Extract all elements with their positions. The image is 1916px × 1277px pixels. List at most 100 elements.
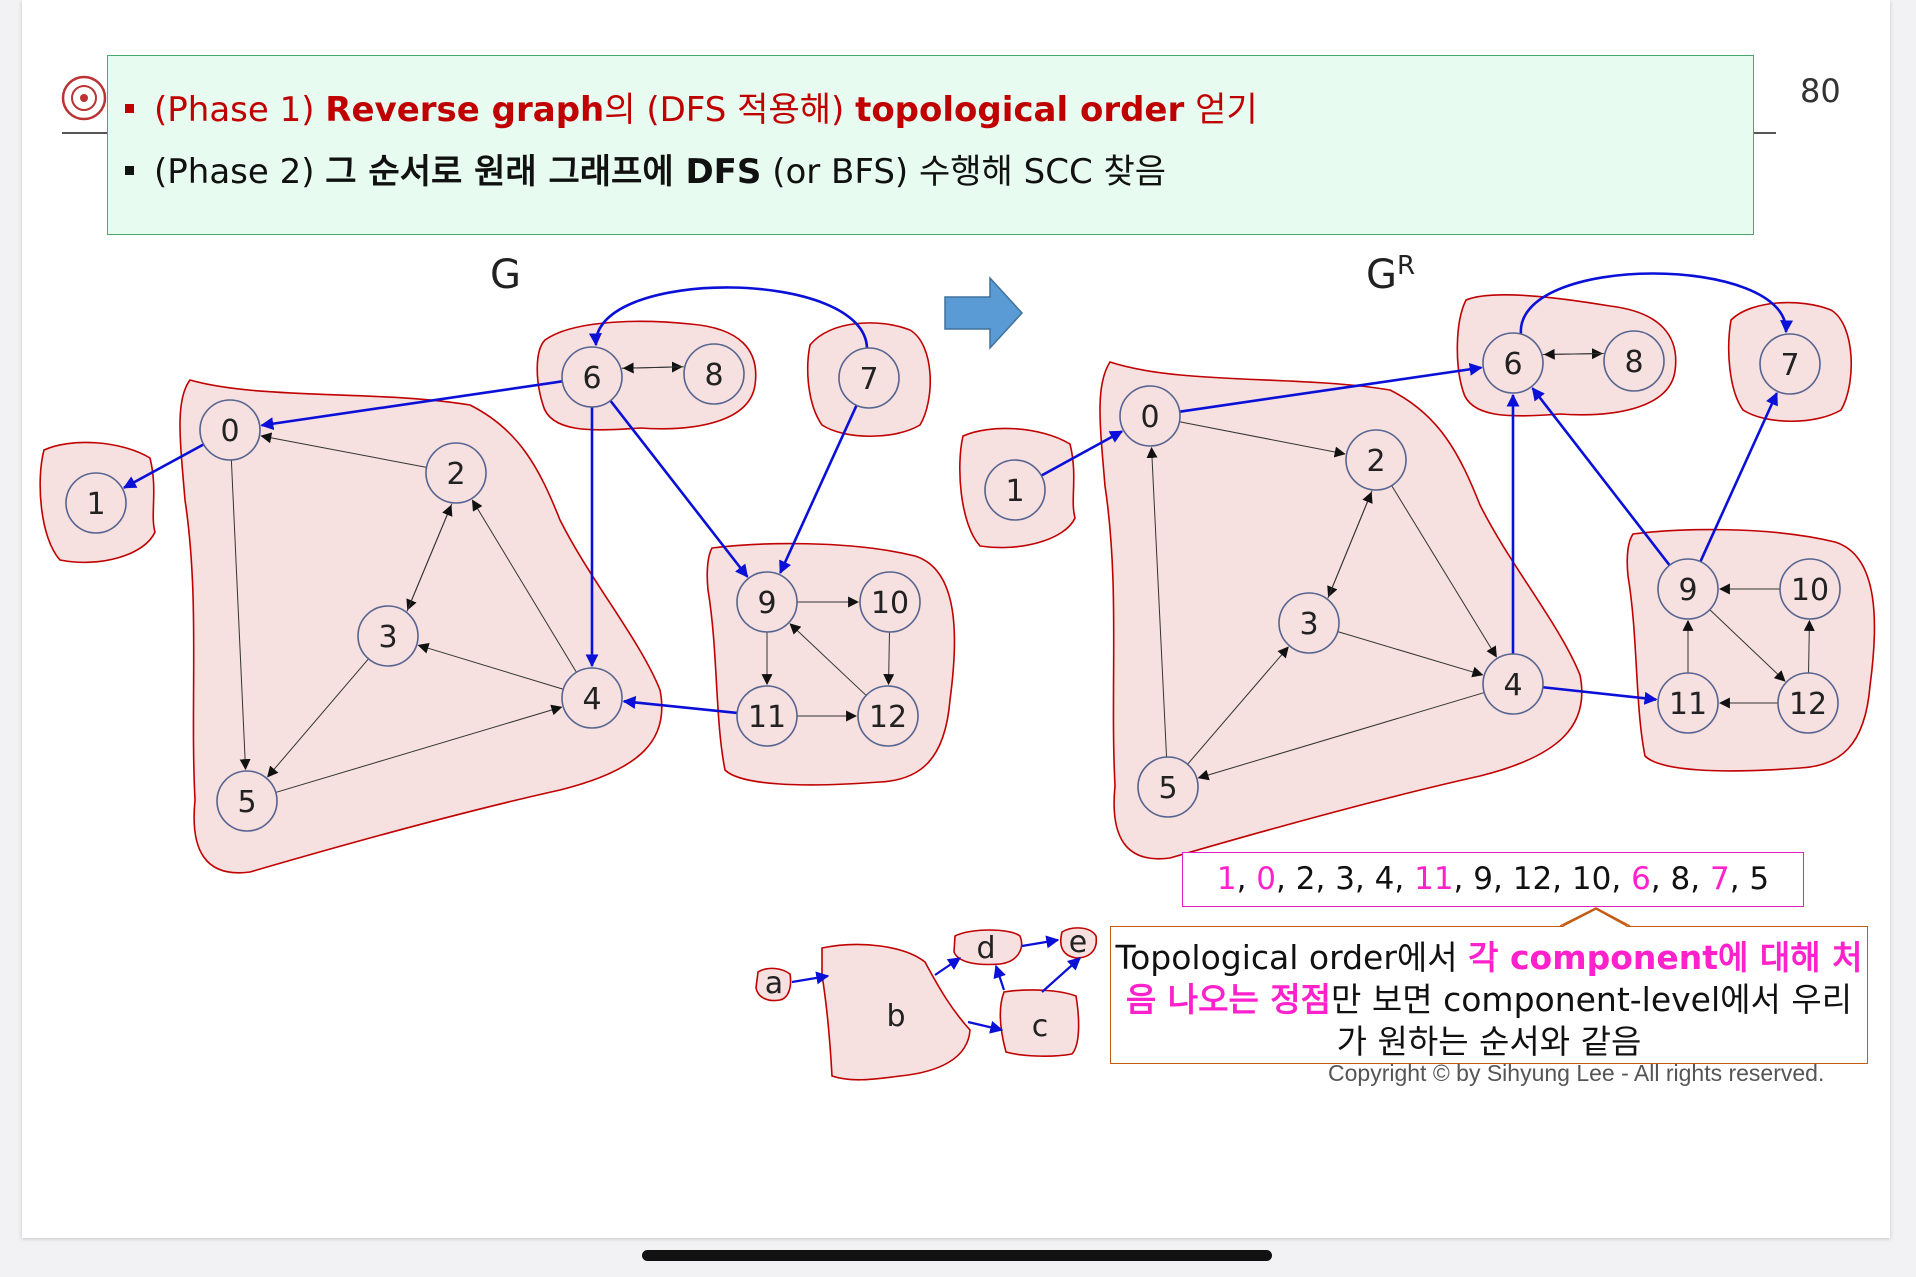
g-node-3: 3 (357, 605, 419, 667)
topo-order-item: 12 (1512, 861, 1553, 897)
gr-node-12: 12 (1777, 672, 1839, 734)
phase2-prefix: (Phase 2) (154, 152, 326, 192)
gr-node-6: 6 (1482, 332, 1544, 394)
gr-node-label-11: 11 (1669, 687, 1707, 722)
topo-order-item: 7 (1709, 861, 1730, 897)
gr-scc-blobs (959, 294, 1876, 860)
topo-order-item: 3 (1335, 861, 1355, 897)
gr-edge-2-4 (1391, 485, 1497, 658)
gr-node-circle-11 (1657, 672, 1719, 734)
dag-blob-a (755, 967, 792, 1002)
g-node-0: 0 (199, 399, 261, 461)
gr-node-label-0: 0 (1140, 400, 1159, 435)
gr-node-label-3: 3 (1299, 607, 1318, 642)
gr-node-label-10: 10 (1791, 573, 1829, 608)
gr-node-label-7: 7 (1780, 348, 1799, 383)
g-scc-blob-9-12 (706, 542, 956, 786)
topo-order-separator: , (1354, 861, 1375, 897)
dag-edge-d-e (1021, 935, 1060, 949)
gr-edge-3-2 (1327, 491, 1373, 599)
gr-node-circle-0 (1119, 385, 1181, 447)
phase1-prefix: (Phase 1) (154, 90, 326, 130)
g-node-label-5: 5 (237, 785, 256, 820)
gr-node-label-9: 9 (1678, 573, 1697, 608)
g-edge-5-4 (275, 704, 563, 793)
phase2-dfs-original: 그 순서로 원래 그래프에 DFS (325, 152, 762, 192)
g-node-label-10: 10 (871, 586, 909, 621)
copyright-notice: Copyright © by Sihyung Lee - All rights … (1328, 1060, 1825, 1086)
topo-order-item: 9 (1473, 861, 1493, 897)
gr-node-0: 0 (1119, 385, 1181, 447)
bullet-square-icon (125, 166, 134, 175)
g-node-circle-2 (425, 442, 487, 504)
gr-edge-9-7 (1699, 391, 1778, 563)
component-dag: a b c d e (755, 925, 1098, 1081)
gr-node-label-8: 8 (1624, 345, 1643, 380)
gr-node-label-5: 5 (1158, 771, 1177, 806)
graph-gr-title: GR (1366, 251, 1415, 298)
gr-edge-4-11 (1542, 685, 1658, 705)
g-node-label-1: 1 (86, 487, 105, 522)
gr-edge-5-3 (1187, 646, 1289, 765)
component-order-callout: Topological order에서 각 component에 대해 처음 나… (1110, 926, 1868, 1064)
topo-order-item: 1 (1216, 861, 1237, 897)
g-node-circle-7 (838, 347, 900, 409)
g-edge-6-0 (260, 380, 563, 431)
gr-edge-4-5 (1197, 692, 1485, 781)
g-node-circle-6 (561, 346, 623, 408)
gr-edge-1-0 (1040, 430, 1124, 477)
g-node-circle-10 (859, 571, 921, 633)
home-indicator[interactable] (642, 1250, 1272, 1261)
dag-label-c: c (1032, 1009, 1049, 1044)
g-node-label-4: 4 (582, 682, 601, 717)
graph-g-title: G (490, 252, 521, 298)
dag-edge-b-d (934, 957, 962, 976)
topo-order-item: 10 (1571, 861, 1612, 897)
gr-node-label-12: 12 (1789, 687, 1827, 722)
dag-label-e: e (1069, 925, 1087, 960)
gr-node-label-6: 6 (1503, 347, 1522, 382)
g-node-label-3: 3 (378, 620, 397, 655)
gr-edge-0-6 (1179, 362, 1483, 413)
topo-order-item: 8 (1670, 861, 1691, 897)
g-node-circle-5 (216, 770, 278, 832)
phase1-mid: 의 (DFS 적용해) (604, 90, 856, 130)
topo-order-item: 6 (1631, 861, 1651, 897)
g-node-circle-8 (683, 343, 745, 405)
gr-node-3: 3 (1278, 592, 1340, 654)
g-node-circle-4 (561, 667, 623, 729)
gr-node-8: 8 (1603, 330, 1665, 392)
gr-edge-9-12 (1709, 609, 1786, 682)
g-node-1: 1 (65, 472, 127, 534)
g-node-label-2: 2 (446, 457, 465, 492)
g-node-circle-0 (199, 399, 261, 461)
callout-pointer (1559, 907, 1631, 927)
g-node-11: 11 (736, 685, 798, 747)
gr-node-circle-3 (1278, 592, 1340, 654)
phase1-reverse-graph: Reverse graph (325, 90, 605, 130)
gr-edge-8-6 (1543, 348, 1604, 360)
topo-order-item: 2 (1295, 861, 1316, 897)
gr-node-10: 10 (1779, 558, 1841, 620)
g-edge-3-5 (267, 658, 369, 778)
gr-edge-6-7 (1519, 272, 1794, 336)
topo-order-separator: , (1236, 861, 1257, 897)
g-node-label-11: 11 (748, 700, 786, 735)
g-node-circle-3 (357, 605, 419, 667)
g-node-2: 2 (425, 442, 487, 504)
g-edge-7-9 (779, 404, 858, 575)
g-node-4: 4 (561, 667, 623, 729)
page-number: 80 (1800, 72, 1841, 110)
g-edge-10-12 (883, 631, 895, 686)
callout-text-1: Topological order에서 (1115, 938, 1469, 977)
dag-blob-c (999, 989, 1080, 1057)
gr-edges (1040, 272, 1815, 781)
graph-gr-title-base: G (1366, 252, 1397, 298)
gr-scc-blob-9-12 (1626, 528, 1876, 772)
g-node-circle-12 (857, 685, 919, 747)
dag-edge-b-c (967, 1020, 1004, 1034)
gr-edge-3-4 (1337, 631, 1484, 678)
topo-order-item: 11 (1414, 861, 1454, 897)
